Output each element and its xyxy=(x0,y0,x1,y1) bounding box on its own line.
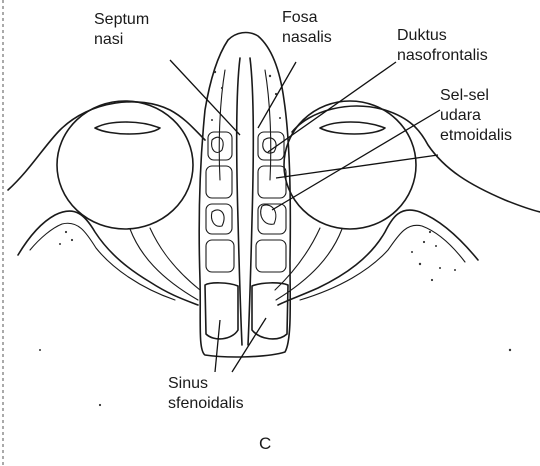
ethmoid-cells-left xyxy=(206,132,234,272)
left-eyeball xyxy=(57,101,200,300)
leader-sel-udara-b xyxy=(276,155,438,178)
label-sinus-line1: Sinus xyxy=(168,374,244,394)
label-septum-nasi: Septum nasi xyxy=(94,10,149,50)
right-orbit-bone xyxy=(278,210,478,305)
nasal-complex-outline xyxy=(199,33,290,357)
label-fosa-nasalis-line2: nasalis xyxy=(282,28,332,48)
leader-sinus-left xyxy=(215,320,220,372)
leader-sel-udara-a xyxy=(272,110,440,210)
label-fosa-nasalis: Fosa nasalis xyxy=(282,8,332,48)
label-sinus-sfenoidalis: Sinus sfenoidalis xyxy=(168,374,244,414)
label-fosa-nasalis-line1: Fosa xyxy=(282,8,332,28)
fosa-nasalis-shape xyxy=(219,70,271,180)
label-septum-nasi-line1: Septum xyxy=(94,10,149,30)
right-eyeball xyxy=(275,101,416,300)
left-orbit-bone xyxy=(18,211,198,305)
figure-caption: C xyxy=(259,434,271,454)
label-septum-nasi-line2: nasi xyxy=(94,30,149,50)
label-duktus-line2: nasofrontalis xyxy=(397,46,488,66)
label-sel-line2: udara xyxy=(440,106,512,126)
ethmoid-cells-right xyxy=(256,132,286,272)
label-sel-line3: etmoidalis xyxy=(440,126,512,146)
label-duktus-line1: Duktus xyxy=(397,26,488,46)
sphenoid-sinus-shape xyxy=(205,283,288,339)
label-sel-line1: Sel-sel xyxy=(440,86,512,106)
label-duktus-nasofrontalis: Duktus nasofrontalis xyxy=(397,26,488,66)
leader-fosa-nasalis xyxy=(258,62,296,128)
septum-nasi-shape xyxy=(237,58,254,345)
label-sel-udara-etmoidalis: Sel-sel udara etmoidalis xyxy=(440,86,512,146)
leader-septum-nasi xyxy=(170,60,240,135)
label-sinus-line2: sfenoidalis xyxy=(168,394,244,414)
